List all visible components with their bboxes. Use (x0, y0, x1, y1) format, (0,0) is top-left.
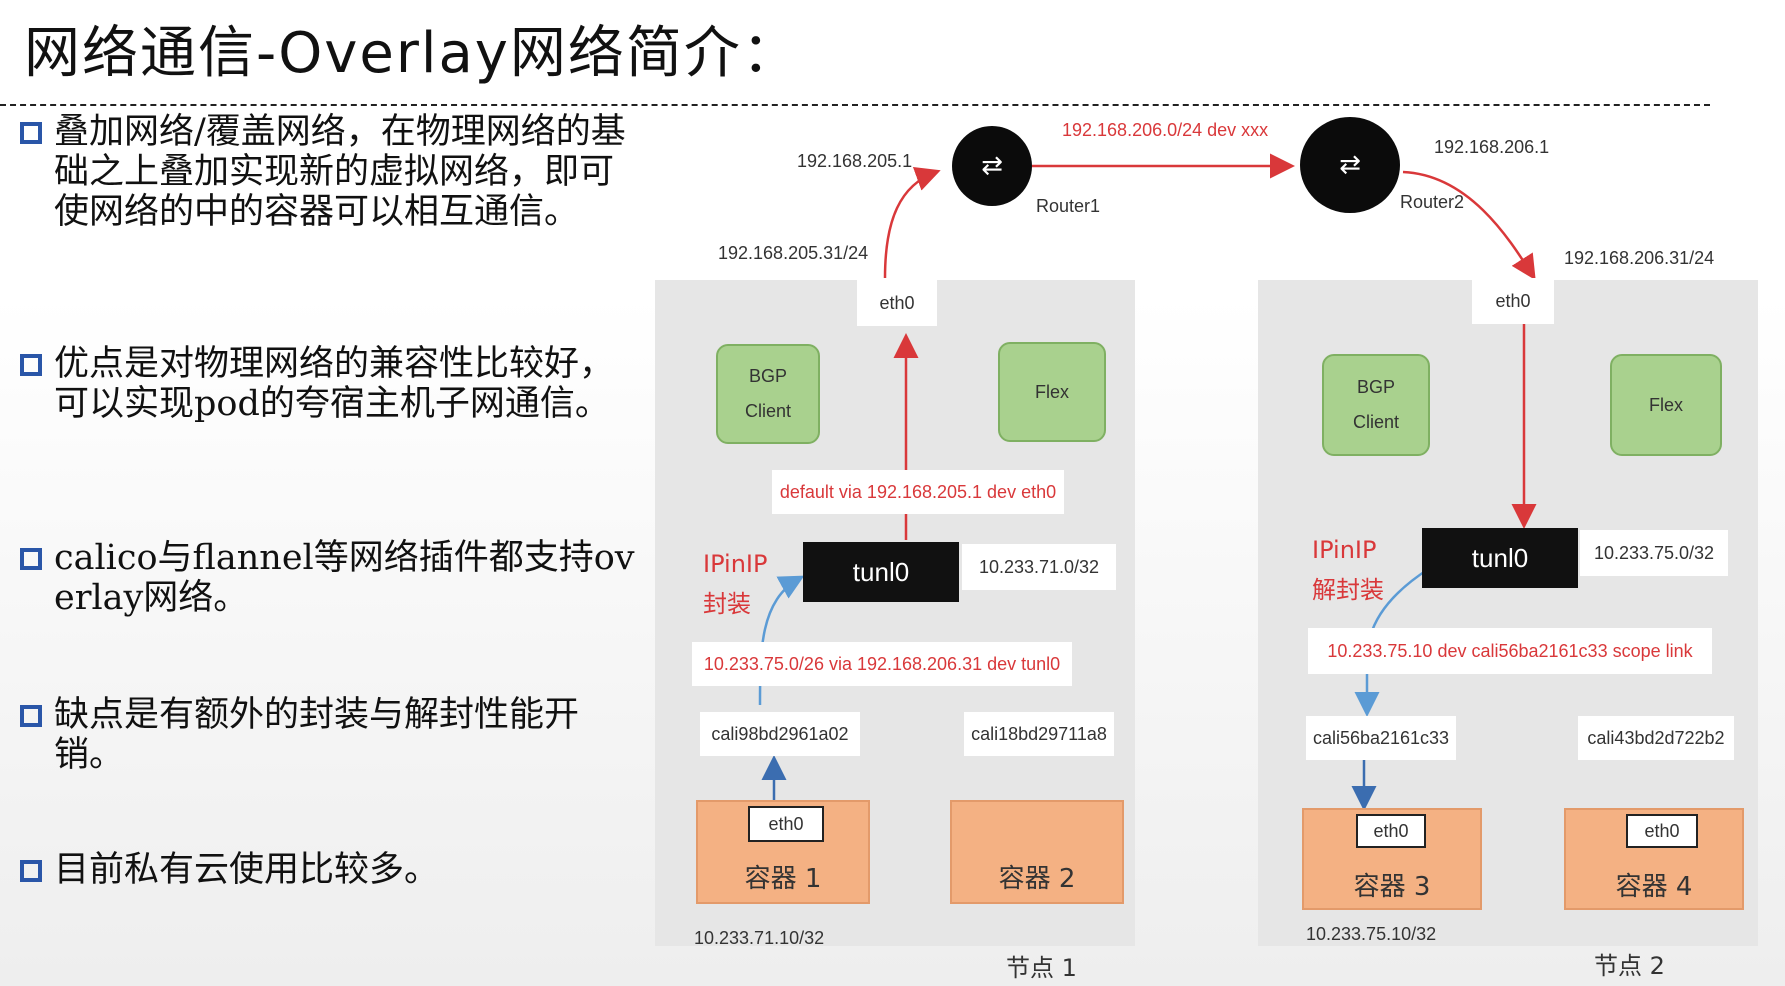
router2-ip: 192.168.206.1 (1434, 137, 1550, 157)
node1-tunl-ip: 10.233.71.0/32 (962, 544, 1116, 590)
router1-ip: 192.168.205.1 (797, 151, 913, 171)
decap-label: 解封装 (1312, 576, 1384, 604)
node1-eth-ip: 192.168.205.31/24 (718, 243, 869, 263)
node1-container-1: eth0 容器 1 (696, 800, 870, 904)
node1-c1-ip: 10.233.71.10/32 (694, 928, 825, 948)
node1-ipip: IPinIP 封装 (703, 544, 767, 624)
container3-name: 容器 3 (1353, 872, 1431, 902)
node2-route: 10.233.75.10 dev cali56ba2161c33 scope l… (1308, 628, 1712, 674)
node2-ipip: IPinIP 解封装 (1312, 530, 1384, 610)
container1-name: 容器 1 (744, 864, 822, 894)
default-route-text: default via 192.168.205.1 dev eth0 (779, 481, 1057, 502)
node1-cali-1: cali98bd2961a02 (700, 712, 860, 756)
node1-label: 节点 1 (1006, 954, 1077, 982)
router2-label: Router2 (1400, 192, 1465, 212)
bgp-label: BGP (748, 366, 787, 386)
router2-icon: ⇄ (1300, 117, 1400, 213)
route-text: 10.233.75.10 dev cali56ba2161c33 scope l… (1327, 640, 1693, 661)
node1-default-route: default via 192.168.205.1 dev eth0 (772, 470, 1064, 514)
encap-label: 封装 (703, 590, 751, 618)
bullet-square-icon (20, 354, 42, 376)
node2-c3-ip: 10.233.75.10/32 (1306, 924, 1437, 944)
container3-eth0: eth0 (1356, 814, 1426, 848)
arrow-router2-to-eth (1402, 170, 1536, 281)
node2-bgp-client: BGP Client (1322, 354, 1430, 456)
arrow-cali-to-tunl (758, 575, 805, 706)
node2-container-3: eth0 容器 3 (1302, 808, 1482, 910)
node1-route: 10.233.75.0/26 via 192.168.206.31 dev tu… (692, 642, 1072, 686)
bullet-text: calico与flannel等网络插件都支持overlay网络。 (54, 538, 635, 618)
client-label: Client (1352, 412, 1400, 432)
container4-name: 容器 4 (1615, 872, 1693, 902)
node1-eth0: eth0 (857, 280, 937, 326)
arrow-eth-to-router1 (883, 167, 941, 279)
bullet-square-icon (20, 122, 42, 144)
node1-flex: Flex (998, 342, 1106, 442)
bullet-square-icon (20, 705, 42, 727)
router1-icon: ⇄ (952, 126, 1032, 206)
bullet-text: 优点是对物理网络的兼容性比较好，可以实现pod的夸宿主机子网通信。 (54, 344, 615, 424)
bullet-square-icon (20, 548, 42, 570)
bullet-text: 缺点是有额外的封装与解封性能开销。 (54, 695, 580, 775)
client-label: Client (744, 401, 792, 421)
node2-container-4: eth0 容器 4 (1564, 808, 1744, 910)
page-title: 网络通信-Overlay网络简介： (24, 21, 800, 86)
node2-eth0: eth0 (1472, 278, 1554, 324)
node1-tunl0: tunl0 (803, 542, 959, 602)
container2-name: 容器 2 (998, 864, 1076, 894)
container1-eth0: eth0 (748, 806, 824, 842)
bgp-label: BGP (1356, 377, 1395, 397)
bullet-square-icon (20, 860, 42, 882)
node2-eth-ip: 192.168.206.31/24 (1564, 248, 1715, 268)
node1-bgp-client: BGP Client (716, 344, 820, 444)
bullet-text: 目前私有云使用比较多。 (54, 850, 440, 890)
router-route: 192.168.206.0/24 dev xxx (1062, 120, 1269, 140)
node1-container-2: 容器 2 (950, 800, 1124, 904)
node2-cali-2: cali43bd2d722b2 (1578, 716, 1734, 760)
node2-flex: Flex (1610, 354, 1722, 456)
ipip-label: IPinIP (703, 550, 768, 578)
node2-cali-1: cali56ba2161c33 (1306, 716, 1456, 760)
node2-tunl-ip: 10.233.75.0/32 (1580, 530, 1728, 576)
ipip-label: IPinIP (1312, 536, 1377, 564)
bullet-text: 叠加网络/覆盖网络，在物理网络的基础之上叠加实现新的虚拟网络，即可使网络的中的容… (54, 112, 626, 232)
title-divider (0, 104, 1710, 106)
node2-label: 节点 2 (1594, 952, 1665, 980)
router1-label: Router1 (1036, 196, 1101, 216)
node1-cali-2: cali18bd29711a8 (964, 712, 1114, 756)
container4-eth0: eth0 (1626, 814, 1698, 848)
route-text: 10.233.75.0/26 via 192.168.206.31 dev tu… (703, 653, 1061, 674)
node2-tunl0: tunl0 (1422, 528, 1578, 588)
